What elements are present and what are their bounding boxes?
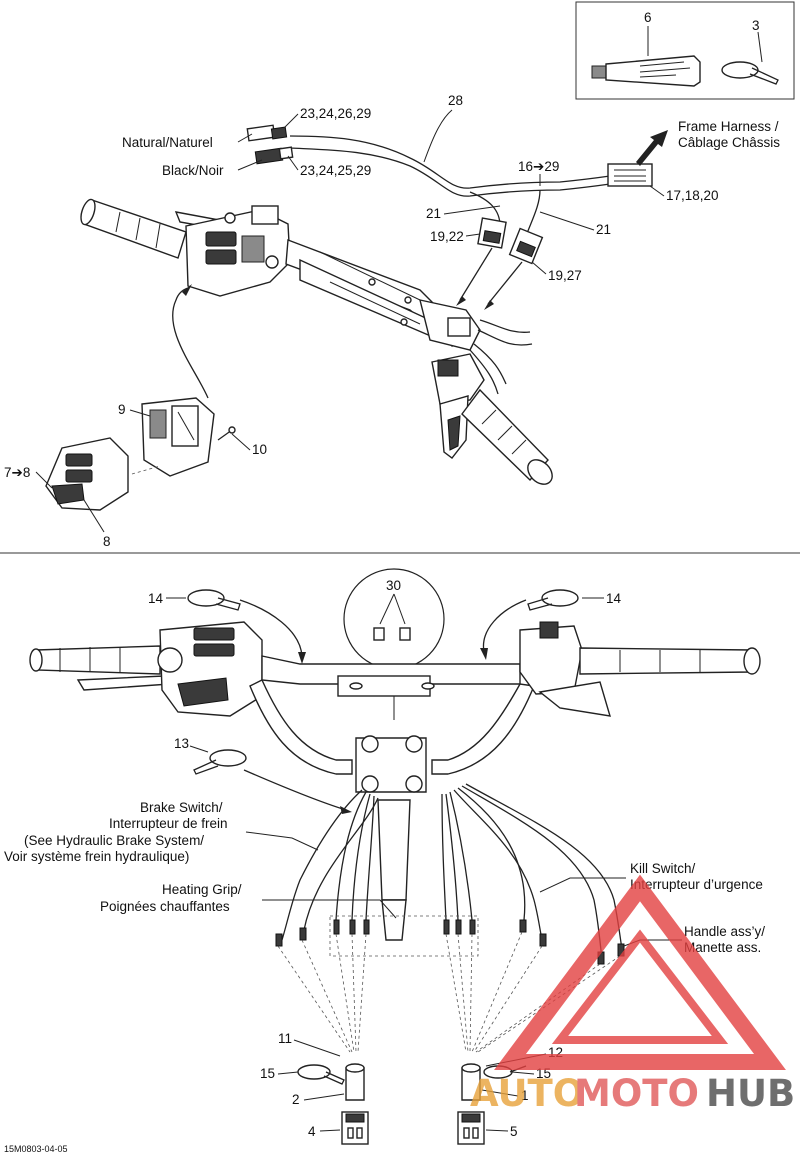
callout-8: 8: [103, 534, 111, 549]
detail-circle-30: [343, 568, 445, 720]
connector-4: [341, 1111, 369, 1145]
callout-15-left: 15: [260, 1066, 275, 1081]
callout-5: 5: [510, 1124, 518, 1139]
watermark-hub: HUB: [706, 1072, 795, 1115]
callout-2: 2: [292, 1092, 300, 1107]
frame-harness-connector: [607, 163, 653, 187]
connector-5: [457, 1111, 485, 1145]
cable-tie-15-left: [297, 1064, 345, 1085]
callout-11: 11: [278, 1031, 292, 1046]
callout-19-22: 19,22: [430, 229, 464, 244]
callout-1: 1: [521, 1088, 529, 1103]
watermark-auto: AUTO: [470, 1072, 584, 1115]
label-poignees-chauffantes: Poignées chauffantes: [100, 899, 230, 914]
left-wire-bundle: [281, 789, 379, 941]
cable-tie-14-left: [187, 589, 241, 611]
cable-tie-13: [193, 749, 247, 775]
switch-housing-cover-9: [141, 397, 215, 477]
right-wire-bundle: [441, 783, 623, 961]
label-brake-switch: Brake Switch/: [140, 800, 223, 815]
label-handle-assy: Handle ass’y/: [684, 924, 765, 939]
callout-14-left: 14: [148, 591, 164, 606]
callout-7-8: 7➔8: [4, 465, 30, 480]
cable-tie-14-right: [527, 589, 579, 611]
automotohub-logo-watermark: AUTO MOTO HUB: [470, 874, 795, 1115]
label-heating-grip: Heating Grip/: [162, 882, 242, 897]
callout-21b: 21: [596, 222, 611, 237]
document-code: 15M0803-04-05: [4, 1144, 68, 1154]
accessory-inset-box: [575, 1, 795, 100]
callout-4: 4: [308, 1124, 316, 1139]
callout-16-29: 16➔29: [518, 159, 559, 174]
label-interrupteur-urgence: Interrupteur d’urgence: [630, 877, 763, 892]
callout-21a: 21: [426, 206, 441, 221]
label-voir-systeme: Voir système frein hydraulique): [4, 849, 189, 864]
callout-9: 9: [118, 402, 126, 417]
sleeve-2: [345, 1063, 365, 1101]
connector-19-22: [477, 217, 507, 249]
callout-6: 6: [644, 10, 652, 25]
connector-19-27: [508, 227, 544, 265]
label-interrupteur-frein: Interrupteur de frein: [109, 816, 228, 831]
watermark-moto: MOTO: [574, 1072, 699, 1115]
callout-28: 28: [448, 93, 463, 108]
callout-19-27: 19,27: [548, 268, 582, 283]
label-black: Black/Noir: [162, 163, 224, 178]
callout-10: 10: [252, 442, 267, 457]
wire-terminals: [275, 919, 625, 965]
label-manette-ass: Manette ass.: [684, 940, 761, 955]
label-see-hydraulic: (See Hydraulic Brake System/: [24, 833, 204, 848]
callout-30: 30: [386, 578, 401, 593]
label-kill-switch: Kill Switch/: [630, 861, 696, 876]
handlebar-front-view: [29, 621, 761, 941]
callout-13: 13: [174, 736, 189, 751]
connector-black: [254, 146, 294, 165]
wiring-harness-28: [289, 135, 611, 237]
cable-tie-part-3: [721, 61, 779, 85]
label-frame-harness: Frame Harness /: [678, 119, 779, 134]
callout-3: 3: [752, 18, 760, 33]
callout-23-24-25-29: 23,24,25,29: [300, 163, 371, 178]
handlebar-top-view: [80, 198, 553, 485]
label-cablage-chassis: Câblage Châssis: [678, 135, 780, 150]
connector-natural: [246, 124, 288, 142]
screw-10: [217, 426, 236, 441]
switch-assembly-7: [45, 437, 129, 511]
grease-tube-part: [591, 55, 701, 87]
callout-23-24-26-29: 23,24,26,29: [300, 106, 371, 121]
callout-14-right: 14: [606, 591, 622, 606]
callout-17-18-20: 17,18,20: [666, 188, 719, 203]
sleeve-1: [461, 1063, 481, 1101]
heating-grip-group-box: [329, 915, 479, 957]
label-natural: Natural/Naturel: [122, 135, 213, 150]
